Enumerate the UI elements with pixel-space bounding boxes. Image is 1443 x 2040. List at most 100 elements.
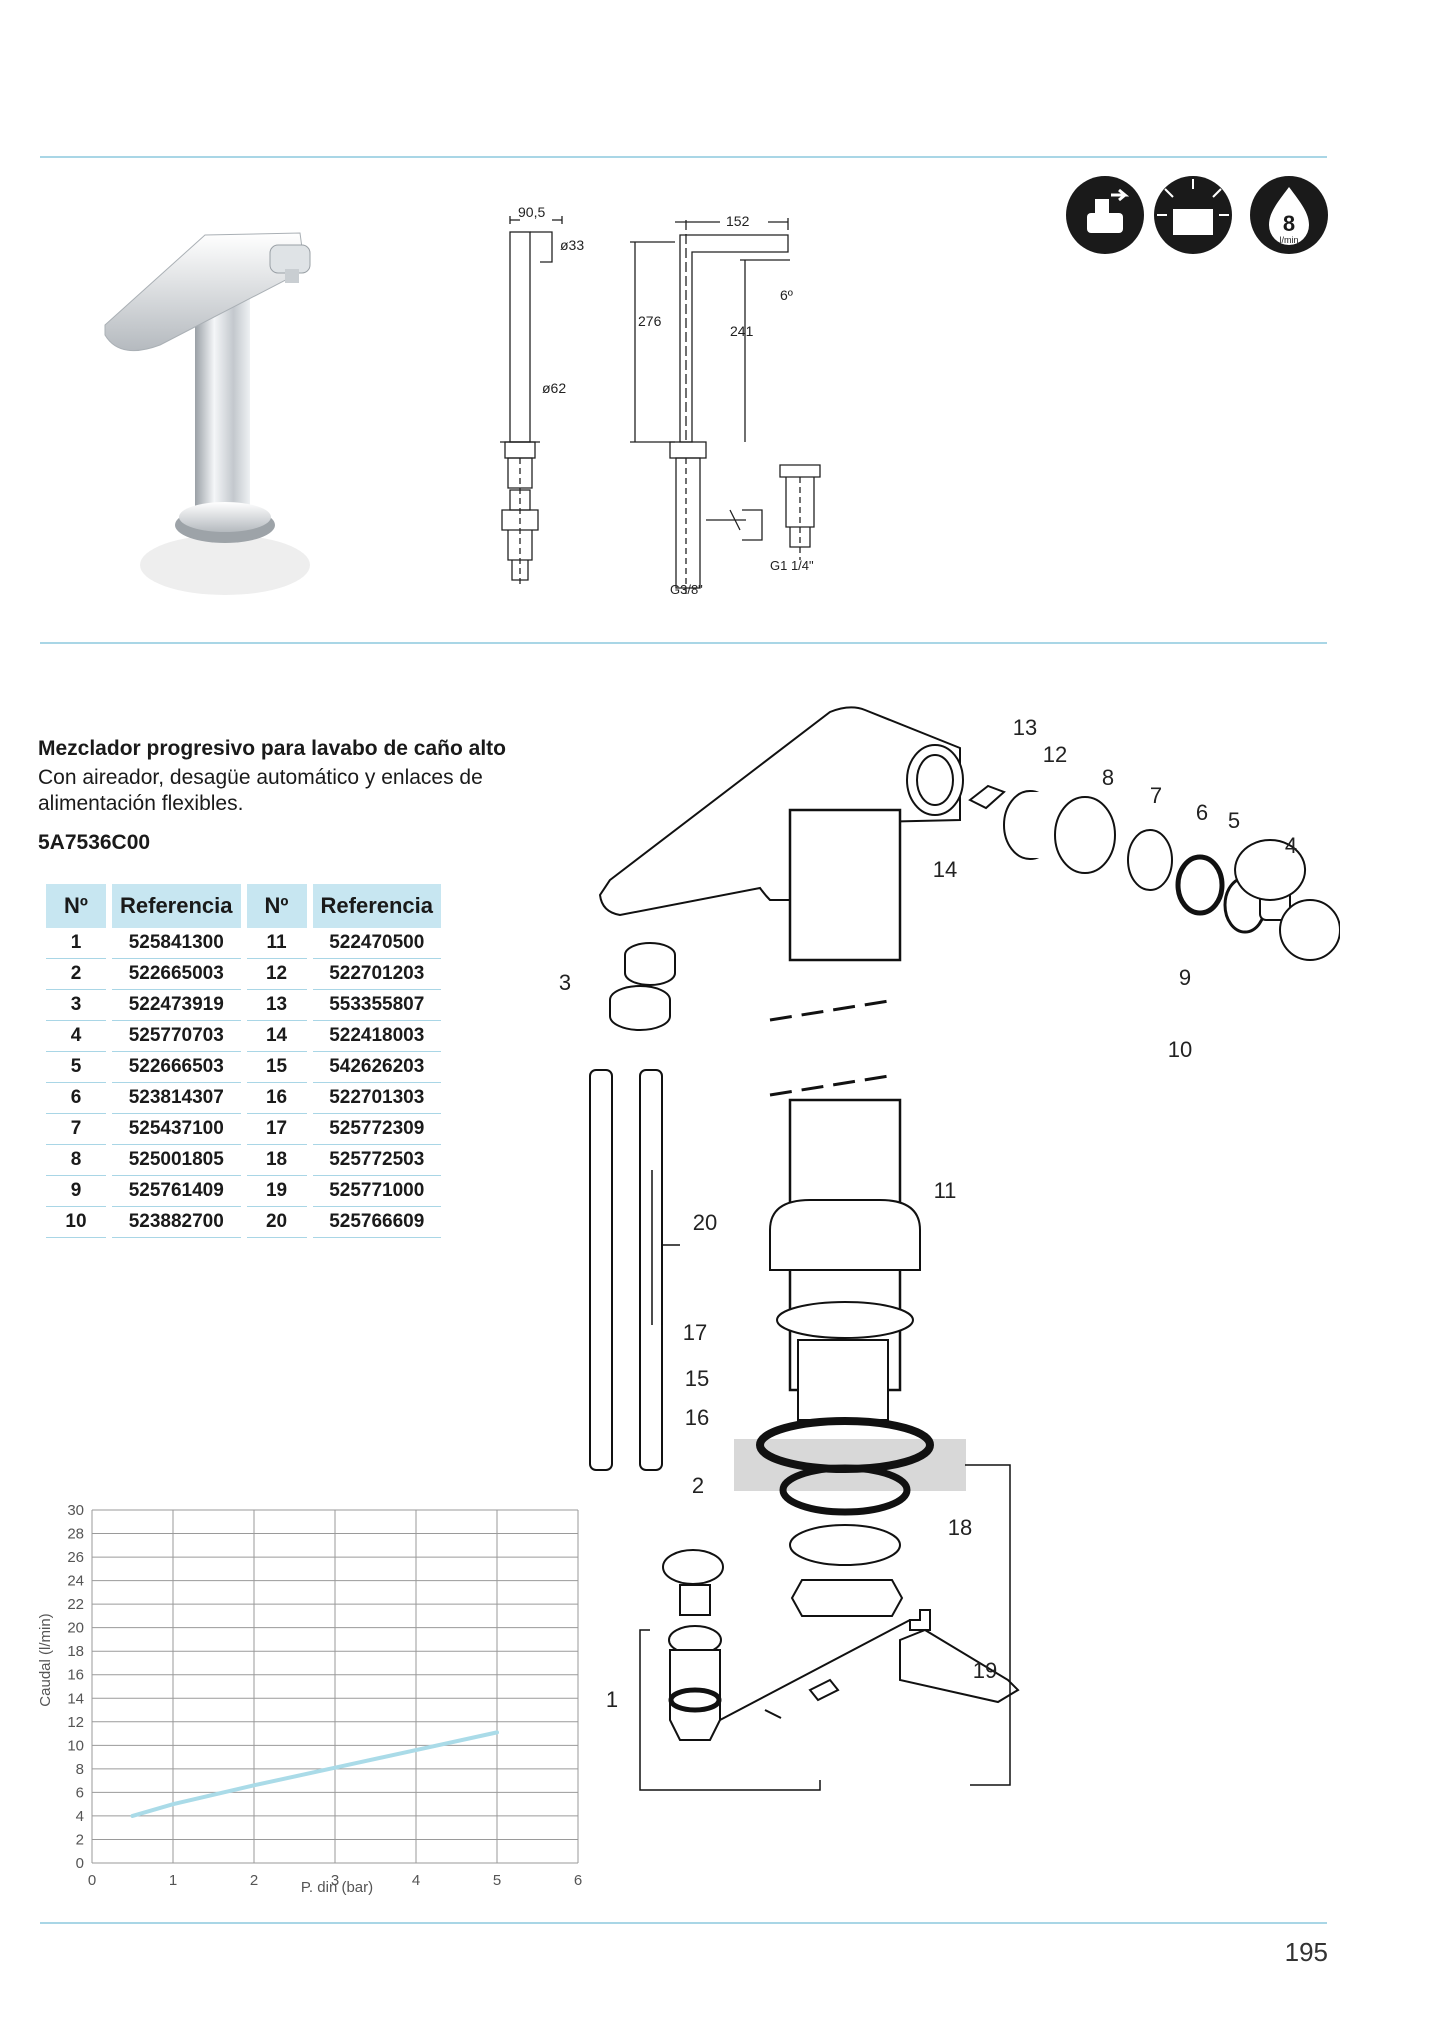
callout-label: 5 <box>1228 808 1240 833</box>
part-number-cell: 13 <box>246 990 307 1021</box>
chart-series-line <box>130 1730 499 1818</box>
part-reference-cell: 525001805 <box>112 1145 241 1176</box>
chart-x-tick-label: 5 <box>493 1872 501 1889</box>
flow-8-lmin-icon: 8 l/min <box>1250 176 1328 254</box>
chart-y-tick-label: 18 <box>67 1643 84 1660</box>
progressive-cartridge-icon <box>1066 176 1144 254</box>
chart-x-tick-label: 2 <box>250 1872 258 1889</box>
part-number-cell: 8 <box>46 1145 106 1176</box>
product-title: Mezclador progresivo para lavabo de caño… <box>38 737 506 760</box>
dim-height: 276 <box>638 313 662 329</box>
part-number-cell: 3 <box>46 990 106 1021</box>
chart-y-tick-label: 8 <box>76 1761 84 1778</box>
chart-x-axis-label: P. din (bar) <box>301 1879 373 1896</box>
chart-y-tick-label: 14 <box>67 1690 84 1707</box>
part-reference-cell: 553355807 <box>312 990 442 1021</box>
part-number-cell: 17 <box>246 1114 307 1145</box>
chart-y-tick-label: 4 <box>76 1808 84 1825</box>
product-photo <box>104 232 311 595</box>
callout-label: 10 <box>1168 1037 1192 1062</box>
part-reference-cell: 525841300 <box>112 928 241 959</box>
part-number-cell: 4 <box>46 1021 106 1052</box>
part-number-cell: 15 <box>246 1052 307 1083</box>
callout-label: 3 <box>559 970 571 995</box>
chart-y-tick-label: 20 <box>67 1620 84 1637</box>
chart-y-axis-label: Caudal (l/min) <box>37 1613 54 1706</box>
dim-spout-height: 241 <box>730 323 754 339</box>
dim-base-dia: ø62 <box>542 380 566 396</box>
chart-x-tick-label: 1 <box>169 1872 177 1889</box>
part-number-cell: 18 <box>246 1145 307 1176</box>
callout-label: 7 <box>1150 783 1162 808</box>
callout-label: 14 <box>933 857 957 882</box>
part-reference-cell: 525771000 <box>312 1176 442 1207</box>
part-reference-cell: 525761409 <box>112 1176 241 1207</box>
dim-reach: 152 <box>726 213 750 229</box>
bottom-rule <box>40 1922 1327 1924</box>
product-description: Con aireador, desagüe automático y enlac… <box>38 766 483 815</box>
flow-badge-unit: l/min <box>1279 235 1298 245</box>
part-number-cell: 6 <box>46 1083 106 1114</box>
part-number-cell: 19 <box>246 1176 307 1207</box>
part-reference-cell: 525772309 <box>312 1114 442 1145</box>
part-reference-cell: 522473919 <box>112 990 241 1021</box>
feature-icons: 8 l/min <box>1065 173 1335 263</box>
part-reference-cell: 523882700 <box>112 1207 241 1238</box>
callout-label: 16 <box>685 1405 709 1430</box>
callout-label: 9 <box>1179 965 1191 990</box>
chart-y-tick-label: 30 <box>67 1502 84 1519</box>
part-reference-cell: 522470500 <box>312 928 442 959</box>
chart-x-tick-label: 4 <box>412 1872 420 1889</box>
callout-label: 18 <box>948 1515 972 1540</box>
part-reference-cell: 522701303 <box>312 1083 442 1114</box>
chart-x-tick-label: 6 <box>574 1872 582 1889</box>
chart-y-tick-label: 26 <box>67 1549 84 1566</box>
header-reference: Referencia <box>112 884 241 928</box>
callout-label: 20 <box>693 1210 717 1235</box>
product-code: 5A7536C00 <box>38 831 151 854</box>
part-reference-cell: 522666503 <box>112 1052 241 1083</box>
part-number-cell: 7 <box>46 1114 106 1145</box>
callout-label: 1 <box>606 1687 618 1712</box>
chart-y-tick-label: 16 <box>67 1667 84 1684</box>
callout-label: 13 <box>1013 715 1037 740</box>
middle-rule <box>40 642 1327 644</box>
callout-label: 19 <box>973 1658 997 1683</box>
cold-start-icon <box>1154 176 1232 254</box>
callout-label: 4 <box>1285 833 1297 858</box>
parts-table-header: Nº Referencia Nº Referencia <box>46 884 442 928</box>
header-reference: Referencia <box>312 884 442 928</box>
chart-y-tick-label: 22 <box>67 1596 84 1613</box>
part-number-cell: 16 <box>246 1083 307 1114</box>
part-number-cell: 14 <box>246 1021 307 1052</box>
part-reference-cell: 542626203 <box>312 1052 442 1083</box>
part-number-cell: 1 <box>46 928 106 959</box>
chart-y-tick-label: 12 <box>67 1714 84 1731</box>
part-number-cell: 12 <box>246 959 307 990</box>
chart-y-tick-label: 2 <box>76 1831 84 1848</box>
part-reference-cell: 525437100 <box>112 1114 241 1145</box>
flow-badge-value: 8 <box>1283 211 1295 236</box>
part-number-cell: 11 <box>246 928 307 959</box>
callout-label: 17 <box>683 1320 707 1345</box>
page-number: 195 <box>1284 1937 1328 1967</box>
part-number-cell: 5 <box>46 1052 106 1083</box>
part-number-cell: 9 <box>46 1176 106 1207</box>
callout-label: 15 <box>685 1366 709 1391</box>
part-number-cell: 2 <box>46 959 106 990</box>
part-number-cell: 10 <box>46 1207 106 1238</box>
header-number: Nº <box>246 884 307 928</box>
callout-label: 11 <box>934 1178 957 1203</box>
part-number-cell: 20 <box>246 1207 307 1238</box>
part-reference-cell: 522665003 <box>112 959 241 990</box>
